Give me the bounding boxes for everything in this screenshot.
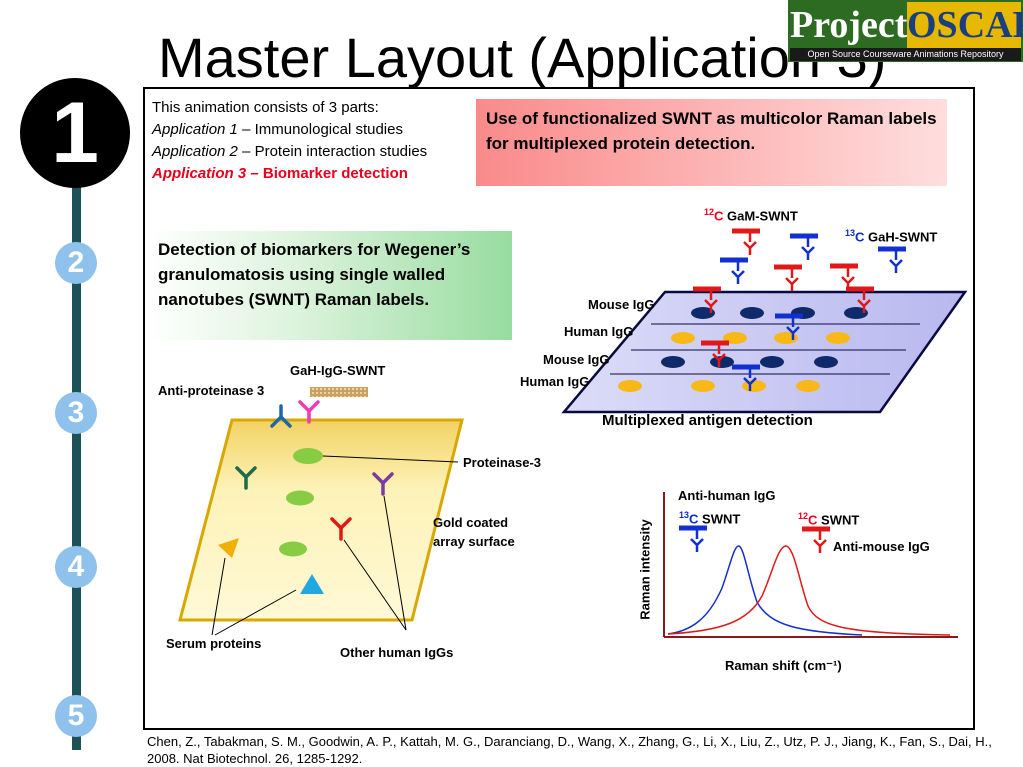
c12-swnt-label: 12C SWNT	[798, 511, 859, 527]
array-spot-3	[279, 541, 307, 557]
step-5-button[interactable]: 5	[55, 695, 97, 737]
free-gam-probe-2	[774, 267, 802, 291]
part-2-desc: – Protein interaction studies	[237, 143, 428, 160]
raman-y-label: Raman intensity	[637, 519, 653, 620]
c13-legend-probe	[679, 528, 707, 552]
c13-c: C	[689, 511, 699, 527]
row-label-3: Mouse IgG	[543, 352, 610, 367]
mouse-igg-dots-row3	[661, 356, 838, 368]
page-title: Master Layout (Application 3)	[158, 26, 887, 89]
c13-peak-curve	[667, 545, 863, 636]
gam-swnt-label: 12C GaM-SWNT	[704, 207, 798, 223]
c12-peak-curve	[667, 545, 951, 636]
c12-legend-probe	[802, 529, 830, 553]
row-label-1: Mouse IgG	[588, 297, 655, 312]
part-3: Application 3 – Biomarker detection	[152, 163, 427, 185]
step-1-button[interactable]: 1	[20, 78, 130, 188]
multiplex-caption: Multiplexed antigen detection	[602, 412, 813, 429]
part-1-desc: – Immunological studies	[237, 121, 403, 138]
c13-swnt-text: SWNT	[698, 511, 741, 527]
summary-box: Use of functionalized SWNT as multicolor…	[476, 99, 947, 186]
swnt-tag	[310, 387, 368, 397]
row-label-2: Human IgG	[564, 324, 634, 339]
proteinase-label: Proteinase-3	[463, 455, 542, 470]
free-gah-probe-3	[878, 249, 906, 273]
part-1-name: Application 1	[152, 121, 238, 138]
gold-array-surface	[178, 418, 464, 622]
gah-mass: 13	[845, 228, 856, 238]
project-oscar-logo: Project OSCAR Open Source Courseware Ani…	[788, 0, 1023, 62]
content-frame	[143, 87, 975, 730]
part-2: Application 2 – Protein interaction stud…	[152, 141, 427, 163]
human-igg-dots-row4	[618, 380, 820, 392]
part-3-name: Application 3	[152, 165, 247, 182]
part-1: Application 1 – Immunological studies	[152, 119, 427, 141]
anti-mouse-label: Anti-mouse IgG	[833, 539, 930, 554]
logo-subtitle: Open Source Courseware Animations Reposi…	[790, 48, 1021, 61]
row-label-4: Human IgG	[520, 374, 590, 389]
c13-mass: 13	[679, 510, 690, 520]
array-spot-2	[286, 490, 314, 506]
step-2-button[interactable]: 2	[55, 242, 97, 284]
gah-igg-swnt-label: GaH-IgG-SWNT	[290, 363, 386, 378]
step-4-button[interactable]: 4	[55, 546, 97, 588]
c12-swnt-text: SWNT	[817, 512, 860, 528]
gam-mass: 12	[704, 207, 715, 217]
anti-proteinase-label: Anti-proteinase 3	[158, 383, 265, 398]
citation: Chen, Z., Tabakman, S. M., Goodwin, A. P…	[147, 734, 992, 766]
free-gah-probe-2	[720, 260, 748, 284]
step-3-button[interactable]: 3	[55, 392, 97, 434]
proteinase-3-spot	[293, 448, 323, 464]
anti-human-label: Anti-human IgG	[678, 488, 776, 503]
serum-protein-yellow-triangle	[218, 538, 239, 558]
gam-c: C	[714, 208, 724, 224]
gah-swnt-label: 13C GaH-SWNT	[845, 228, 937, 244]
serum-proteins-label: Serum proteins	[166, 636, 262, 651]
gah-c: C	[855, 229, 865, 245]
part-3-desc: – Biomarker detection	[246, 165, 408, 182]
other-iggs-label: Other human IgGs	[340, 645, 454, 660]
parts-list: This animation consists of 3 parts: Appl…	[152, 97, 427, 185]
gam-swnt-text: GaM-SWNT	[723, 208, 798, 224]
parts-intro: This animation consists of 3 parts:	[152, 99, 379, 116]
gold-surface-label: Gold coated array surface	[433, 515, 515, 549]
serum-protein-blue-triangle	[300, 574, 324, 594]
step-rail	[72, 150, 81, 750]
free-gam-probe-3	[830, 266, 858, 290]
logo-word-project: Project	[790, 2, 908, 48]
c12-mass: 12	[798, 511, 809, 521]
free-gam-probe-1	[732, 231, 760, 255]
logo-word-oscar: OSCAR	[907, 2, 1023, 48]
c13-swnt-label: 13C SWNT	[679, 510, 740, 526]
raman-x-label: Raman shift (cm⁻¹)	[725, 658, 842, 673]
c12-c: C	[808, 512, 818, 528]
detection-description-box: Detection of biomarkers for Wegener’s gr…	[149, 231, 512, 340]
gah-swnt-text: GaH-SWNT	[864, 229, 938, 245]
human-igg-dots-row2	[671, 332, 850, 344]
part-2-name: Application 2	[152, 143, 238, 160]
free-gah-probe-1	[790, 236, 818, 260]
